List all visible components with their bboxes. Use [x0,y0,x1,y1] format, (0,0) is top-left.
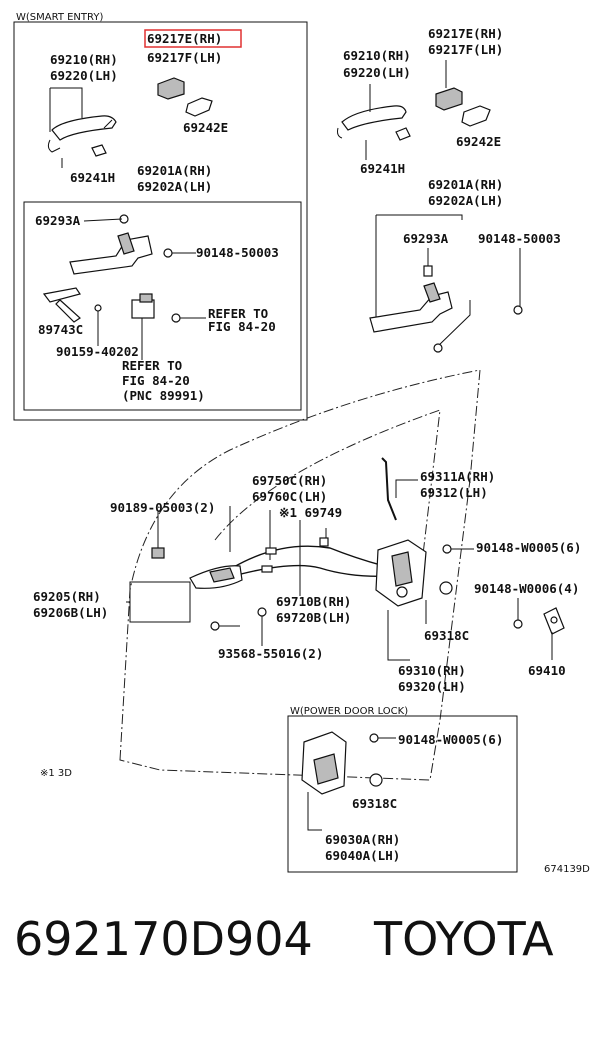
bolt-se-2 [94,304,102,312]
diagram-canvas: W(SMART ENTRY) 69217E(RH) 69217F(LH) 692… [13,12,590,875]
cushion-69318c-p [369,773,383,787]
bolt-se-1 [163,248,173,258]
power-door-lock-box [287,715,518,873]
lock-rod [381,457,397,521]
label-90148-w0005-p[interactable]: 90148-W0005(6) [398,732,503,747]
label-refer2b[interactable]: FIG 84-20 [122,373,190,388]
footer: 692170D904 TOYOTA [14,912,594,992]
label-69217f-r[interactable]: 69217F(LH) [428,42,503,57]
striker-69410 [543,607,565,635]
pad-69242e-r [461,105,491,127]
cap-69217-r [435,87,463,111]
clip-69749 [319,537,329,547]
window-outline [214,409,441,581]
label-refer2c[interactable]: (PNC 89991) [122,388,205,403]
bolt-se-3 [171,313,181,323]
label-90159-se[interactable]: 90159-40202 [56,344,139,359]
label-69201a-se[interactable]: 69201A(RH) [137,163,212,178]
label-69760c[interactable]: 69760C(LH) [252,489,327,504]
label-69201a-r[interactable]: 69201A(RH) [428,177,503,192]
label-90148-w0005-m[interactable]: 90148-W0005(6) [476,540,581,555]
label-69242e-r[interactable]: 69242E [456,134,501,149]
bolt-r-1 [513,305,523,315]
label-69217e-highlight[interactable]: 69217E(RH) [147,31,222,46]
label-69210-se[interactable]: 69210(RH) [50,52,118,67]
door-lock-69030a [301,731,347,795]
label-69318c-m[interactable]: 69318C [424,628,469,643]
label-69293a-se[interactable]: 69293A [35,213,81,228]
label-89743c-se[interactable]: 89743C [38,322,83,337]
power-door-lock-title: W(POWER DOOR LOCK) [290,706,408,717]
inside-handle-69205 [189,565,243,589]
label-69220-r[interactable]: 69220(LH) [343,65,411,80]
label-69202a-r[interactable]: 69202A(LH) [428,193,503,208]
handle-69210-se [47,115,117,157]
label-69318c-p[interactable]: 69318C [352,796,397,811]
label-93568[interactable]: 93568-55016(2) [218,646,323,661]
label-90189[interactable]: 90189-05003(2) [110,500,215,515]
bolt-w0006 [513,619,523,629]
lever-89743c-se [42,287,81,323]
bolt-r-2 [433,343,443,353]
label-90148-w0006[interactable]: 90148-W0006(4) [474,581,579,596]
highlight-box [144,29,242,48]
bolt-w0005-m [442,544,452,554]
lock-bracket-r [369,265,453,333]
label-69205[interactable]: 69205(RH) [33,589,101,604]
label-69710b[interactable]: 69710B(RH) [276,594,351,609]
cap-69217-se [157,77,185,100]
label-69320[interactable]: 69320(LH) [398,679,466,694]
label-69410[interactable]: 69410 [528,663,566,678]
label-90148-50003-se[interactable]: 90148-50003 [196,245,279,260]
brand-name: TOYOTA [374,912,554,966]
label-69310[interactable]: 69310(RH) [398,663,466,678]
label-69220-se[interactable]: 69220(LH) [50,68,118,83]
label-69217e-r[interactable]: 69217E(RH) [428,26,503,41]
label-refer1a[interactable]: REFER TO [208,306,268,321]
part-number: 692170D904 [14,912,313,966]
cable-69710b [231,545,393,569]
label-69217f-se[interactable]: 69217F(LH) [147,50,222,65]
label-69311a[interactable]: 69311A(RH) [420,469,495,484]
label-69210-r[interactable]: 69210(RH) [343,48,411,63]
bolt-w0005-p [369,733,379,743]
label-90148-50003-r[interactable]: 90148-50003 [478,231,561,246]
label-69293a-r[interactable]: 69293A [403,231,449,246]
handle-69210-r [337,105,411,141]
label-69750c[interactable]: 69750C(RH) [252,473,327,488]
door-lock-69310 [375,539,427,607]
label-69040a[interactable]: 69040A(LH) [325,848,400,863]
lock-bracket-se [69,214,153,275]
label-69030a[interactable]: 69030A(RH) [325,832,400,847]
door-outline [119,369,481,781]
label-69312[interactable]: 69312(LH) [420,485,488,500]
figure-code: 674139D [544,864,590,875]
label-69749[interactable]: ※1 69749 [279,505,342,520]
label-69241h-se[interactable]: 69241H [70,170,115,185]
pad-69242e-se [185,97,213,117]
label-refer1b[interactable]: FIG 84-20 [208,319,276,334]
cushion-69318c [439,581,453,595]
smart-entry-title: W(SMART ENTRY) [16,12,103,23]
label-refer2a[interactable]: REFER TO [122,358,182,373]
clip-90189 [151,547,165,559]
label-69206b[interactable]: 69206B(LH) [33,605,108,620]
screw-93568 [257,607,267,617]
smart-entry-box [13,21,308,421]
label-69241h-r[interactable]: 69241H [360,161,405,176]
switch-se [131,293,155,319]
label-69242e-se[interactable]: 69242E [183,120,228,135]
smart-entry-inner-box [23,201,302,411]
label-69720b[interactable]: 69720B(LH) [276,610,351,625]
note-3d: ※1 3D [40,768,72,779]
label-69202a-se[interactable]: 69202A(LH) [137,179,212,194]
